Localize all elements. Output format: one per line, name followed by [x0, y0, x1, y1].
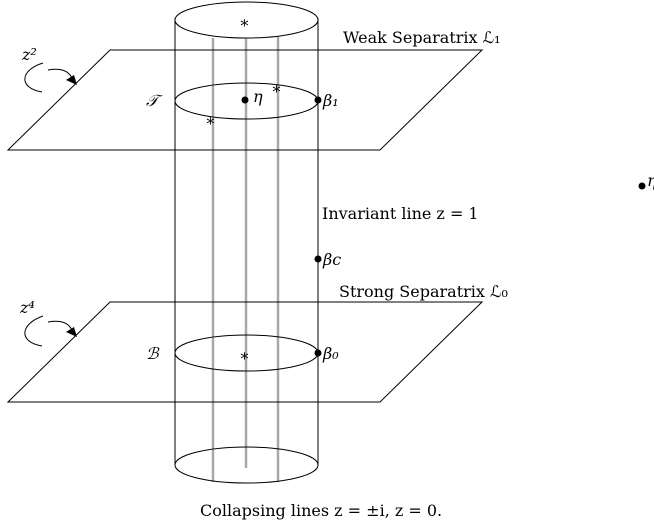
star-right: ∗	[271, 79, 282, 98]
eta-label: η	[253, 87, 263, 106]
bottom-rotation-arrowhead	[66, 327, 77, 337]
star-left: ∗	[205, 111, 216, 130]
beta0-point	[314, 349, 322, 357]
cylinder-bottom-ellipse	[174, 446, 319, 484]
T-label: 𝒯	[146, 91, 163, 110]
betac-label: βc	[322, 250, 341, 269]
top-rotation-label: z²	[21, 45, 37, 64]
eta-prime-point	[638, 182, 646, 190]
B-label: ℬ	[146, 344, 160, 363]
eta-prime-label: η'	[647, 171, 654, 190]
cylinder-top-ellipse	[174, 1, 319, 39]
invariant-line-label: Invariant line z = 1	[322, 204, 479, 223]
star-bottom: ∗	[239, 346, 250, 365]
top-rotation-arrow	[24, 62, 73, 93]
bottom-rotation-arrow	[24, 315, 73, 347]
eta-point	[241, 96, 249, 104]
collapsing-lines-label: Collapsing lines z = ±i, z = 0.	[200, 501, 442, 520]
top-rotation-arrowhead	[66, 75, 77, 85]
strong-separatrix-label: Strong Separatrix ℒ₀	[339, 282, 508, 301]
beta0-label: β₀	[322, 344, 339, 363]
beta1-label: β₁	[322, 91, 339, 110]
beta1-point	[314, 96, 322, 104]
weak-separatrix-plane	[6, 49, 484, 151]
star-top: ∗	[239, 13, 250, 32]
weak-separatrix-label: Weak Separatrix ℒ₁	[343, 28, 501, 47]
bottom-rotation-label: z⁴	[19, 298, 35, 317]
strong-separatrix-plane	[6, 301, 484, 403]
betac-point	[314, 255, 322, 263]
